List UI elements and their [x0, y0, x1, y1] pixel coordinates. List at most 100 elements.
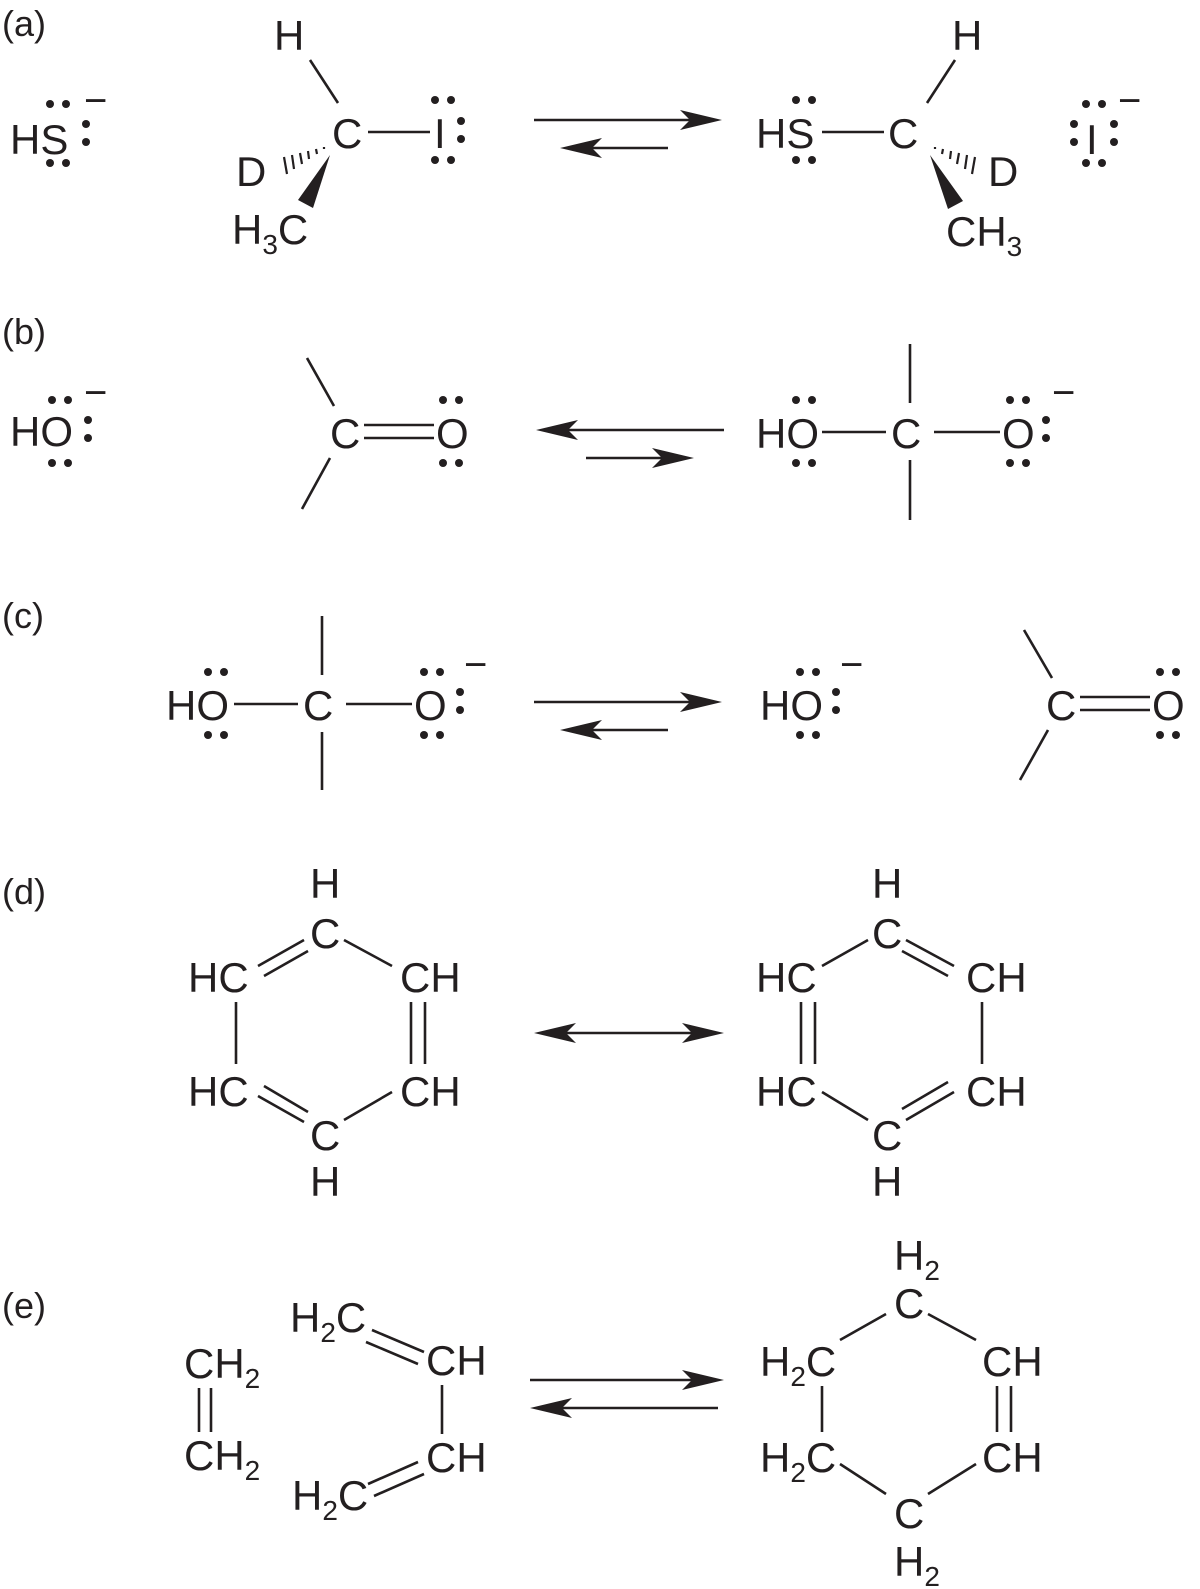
bz1-bond-2 — [343, 938, 393, 968]
bz2-bond-5 — [821, 1090, 869, 1122]
cyclohexene: H2 C H2C CH H2C CH C H2 — [760, 1232, 1043, 1589]
carbonyl-c-bond-lower — [1018, 729, 1050, 781]
ch3-right-label: CH3 — [946, 208, 1022, 262]
bz2-h-top: H — [872, 860, 902, 907]
hs-right-lone-pairs — [792, 96, 816, 164]
cyc-bond-4 — [927, 1462, 977, 1496]
benzene-kekule-right: H C HC CH HC CH C H — [756, 860, 1027, 1205]
d-left-label: D — [236, 148, 266, 195]
o-tetra-c-charge: − — [464, 643, 487, 687]
c-carbonyl-c-label: C — [1046, 682, 1076, 729]
panel-b: (b) HO − C O — [2, 311, 1075, 520]
ho-product-label: HO — [760, 682, 823, 729]
carbonyl-bond-upper — [305, 357, 336, 407]
butadiene-h2c-top: H2C — [290, 1294, 366, 1348]
bz1-bond-4 — [343, 1090, 393, 1122]
ho-tetra-label: HO — [166, 682, 229, 729]
cyc-c-bottom: C — [894, 1490, 924, 1537]
bz2-hc-lower: HC — [756, 1068, 817, 1115]
resonance-arrow-d — [534, 1023, 724, 1043]
bz2-h-bottom: H — [872, 1158, 902, 1205]
c-h-bond — [308, 59, 340, 104]
bz2-bond-2b — [901, 949, 949, 978]
bz1-bond-5 — [263, 1084, 309, 1114]
cyc-h2c-lower: H2C — [760, 1434, 836, 1488]
i-right-label: I — [1086, 116, 1098, 163]
ethylene-ch2-bottom: CH2 — [184, 1432, 260, 1486]
hydrosulfide-ion-left: HS − — [10, 79, 107, 167]
c-right-label: C — [888, 110, 918, 157]
o-tetra-lone-pairs — [1006, 396, 1050, 467]
hashed-bond-c-d — [282, 147, 326, 175]
i-left-label: I — [434, 110, 446, 157]
butadiene-double-top-2 — [365, 1340, 419, 1366]
hashed-bond-c-d-right — [933, 147, 977, 175]
butadiene: H2C CH CH H2C — [290, 1294, 487, 1526]
equilibrium-arrow-b — [536, 420, 724, 468]
bz1-c-bottom: C — [310, 1112, 340, 1159]
cyc-h2-top: H2 — [894, 1232, 940, 1286]
equilibrium-arrow-a — [534, 110, 722, 158]
bz2-bond-1 — [821, 938, 869, 968]
hydroxide-ion-c: HO − — [760, 643, 863, 739]
cyc-ch-lower: CH — [982, 1434, 1043, 1481]
o-carbonyl-c-lone-pairs — [1156, 668, 1180, 739]
butadiene-double-top-1 — [371, 1328, 425, 1354]
bz2-ch-upper: CH — [966, 954, 1027, 1001]
bz1-bond-1 — [257, 938, 305, 968]
panel-label-c: (c) — [2, 595, 44, 636]
o-tetra-c-label: O — [414, 682, 447, 729]
ethylene: CH2 CH2 — [184, 1340, 260, 1486]
bz2-hc-upper: HC — [756, 954, 817, 1001]
cyc-bond-5 — [839, 1462, 887, 1496]
bz2-ch-lower: CH — [966, 1068, 1027, 1115]
butadiene-h2c-bottom: H2C — [292, 1472, 368, 1526]
o-tetra-label: O — [1002, 410, 1035, 457]
ho-left-charge: − — [84, 371, 107, 415]
bz1-h-top: H — [310, 860, 340, 907]
h-top-right-label: H — [952, 12, 982, 59]
panel-d: (d) H C HC CH HC CH C H — [2, 860, 1027, 1205]
i-right-charge: − — [1118, 79, 1141, 123]
ho-left-label: HO — [10, 408, 73, 455]
cyc-bond-2 — [927, 1312, 977, 1342]
bz1-h-bottom: H — [310, 1158, 340, 1205]
cyc-h2c-upper: H2C — [760, 1338, 836, 1392]
bz2-bond-4b — [901, 1080, 949, 1111]
ho-product-charge: − — [840, 643, 863, 687]
panel-label-e: (e) — [2, 1285, 46, 1326]
carbonyl-bond-lower — [300, 457, 332, 510]
c-tetra-c-label: C — [303, 682, 333, 729]
i-right-lone-pairs — [1070, 100, 1118, 167]
equilibrium-arrow-c — [534, 692, 722, 740]
hs-left-label: HS — [10, 116, 68, 163]
o-tetra-charge: − — [1052, 371, 1075, 415]
c-left-label: C — [332, 110, 362, 157]
carbonyl-c: C O — [1018, 629, 1185, 781]
bz1-hc-lower: HC — [188, 1068, 249, 1115]
panel-label-a: (a) — [2, 3, 46, 44]
o-carbonyl-c-label: O — [1152, 682, 1185, 729]
bz1-bond-1b — [263, 949, 309, 978]
ho-product-lone-pairs — [796, 668, 840, 739]
cyc-bond-1 — [839, 1312, 887, 1342]
bz1-hc-upper: HC — [188, 954, 249, 1001]
c-h-bond-right — [925, 59, 957, 104]
bz2-c-bottom: C — [872, 1112, 902, 1159]
butadiene-double-bottom-2 — [373, 1472, 425, 1498]
ho-right-lone-pairs — [792, 396, 816, 467]
tetrahedral-intermediate-c: HO C O − — [166, 616, 487, 790]
o-tetra-c-lone-pairs — [420, 668, 464, 739]
bz1-ch-lower: CH — [400, 1068, 461, 1115]
bz2-bond-2 — [905, 938, 955, 968]
iodide-ion-right: I − — [1070, 79, 1141, 167]
panel-label-b: (b) — [2, 311, 46, 352]
wedge-bond-c-ch3 — [298, 155, 330, 208]
bz1-ch-upper: CH — [400, 954, 461, 1001]
h3c-left-label: H3C — [232, 206, 308, 260]
bz1-c-top: C — [310, 910, 340, 957]
ho-tetra-lone-pairs — [204, 668, 228, 739]
cyc-h2-bottom: H2 — [894, 1538, 940, 1589]
